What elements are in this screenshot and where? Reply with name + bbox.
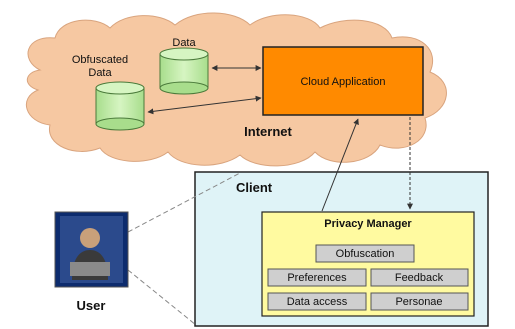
feedback-label: Feedback bbox=[395, 272, 444, 284]
user-to-client-line-bottom bbox=[127, 269, 197, 326]
data-label: Data bbox=[172, 37, 196, 49]
privacy-manager-title: Privacy Manager bbox=[324, 218, 412, 230]
cloud-application-label: Cloud Application bbox=[300, 76, 385, 88]
obfuscated-data-label-line2: Data bbox=[88, 67, 112, 79]
preferences-label: Preferences bbox=[287, 272, 347, 284]
data-access-module bbox=[267, 292, 367, 311]
personae-label: Personae bbox=[395, 296, 442, 308]
personae-module bbox=[370, 292, 469, 311]
feedback-module bbox=[370, 268, 469, 287]
client-to-cloud-arrow bbox=[321, 118, 359, 212]
cloud-application-box bbox=[262, 46, 424, 116]
data-database-icon bbox=[159, 47, 209, 95]
obfuscation-module bbox=[315, 244, 415, 263]
user-avatar-icon bbox=[54, 211, 129, 288]
internet-label: Internet bbox=[244, 124, 292, 139]
client-label: Client bbox=[236, 180, 273, 195]
obfuscated-to-app-arrow bbox=[147, 95, 262, 115]
obfuscation-label: Obfuscation bbox=[336, 248, 395, 260]
preferences-module bbox=[267, 268, 367, 287]
obfuscated-data-label-line1: Obfuscated bbox=[72, 54, 128, 66]
user-label: User bbox=[77, 298, 106, 313]
data-access-label: Data access bbox=[287, 296, 348, 308]
obfuscated-data-database-icon bbox=[95, 81, 145, 131]
user-to-client-line-top bbox=[127, 172, 241, 233]
